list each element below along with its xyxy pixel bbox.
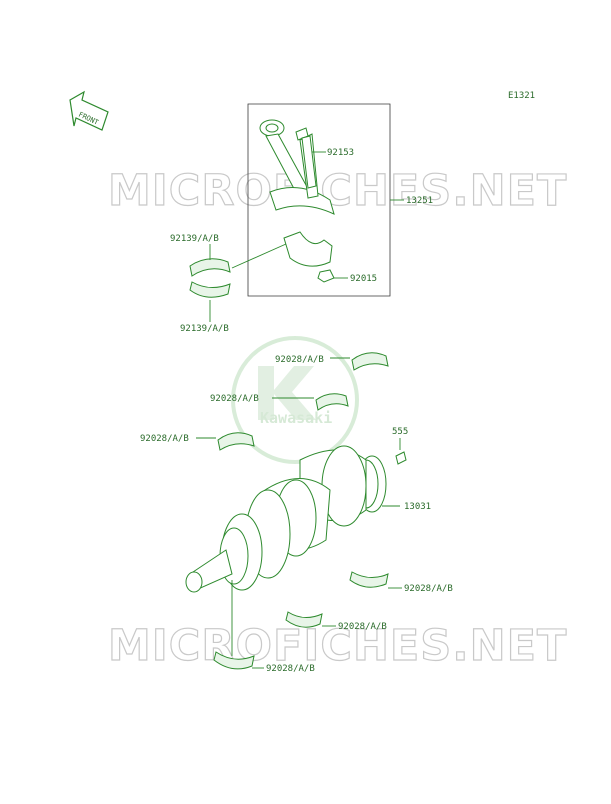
label-13031: 13031: [404, 502, 431, 512]
conrod-assembly-box: [247, 103, 391, 297]
label-92139-lower: 92139/A/B: [180, 324, 229, 334]
label-555: 555: [392, 427, 408, 437]
conrod-cap: [283, 231, 333, 267]
diagram-code: E1321: [508, 91, 535, 101]
conrod-nut: [317, 269, 335, 283]
main-bearing-top-right: [351, 352, 389, 371]
main-bearing-bottom-left: [213, 651, 255, 670]
label-13251: 13251: [406, 196, 433, 206]
conrod-bearing-upper: [189, 258, 231, 277]
crank-key: [395, 451, 407, 465]
leader-bearing-to-cap: [231, 243, 287, 269]
main-bearing-top-left: [217, 432, 255, 451]
label-main-bottom-left: 92028/A/B: [266, 664, 315, 674]
conrod-bolt: [295, 127, 317, 189]
label-92139-upper: 92139/A/B: [170, 234, 219, 244]
conrod-bearing-lower: [189, 281, 231, 298]
main-bearing-bottom-right: [349, 571, 389, 588]
crankshaft: [185, 445, 387, 593]
watermark-bottom: MICROFICHES.NET: [108, 621, 567, 671]
label-main-top-right: 92028/A/B: [275, 355, 324, 365]
main-bearing-top-mid: [315, 393, 349, 411]
label-92153: 92153: [327, 148, 354, 158]
kawasaki-logo: Kawasaki: [231, 336, 359, 464]
label-main-top-mid: 92028/A/B: [210, 394, 259, 404]
label-main-top-left: 92028/A/B: [140, 434, 189, 444]
watermark-top: MICROFICHES.NET: [108, 166, 567, 216]
label-92015: 92015: [350, 274, 377, 284]
front-arrow-icon: FRONT: [69, 90, 109, 131]
main-bearing-bottom-mid: [285, 611, 323, 628]
label-main-bottom-right: 92028/A/B: [404, 584, 453, 594]
logo-text: Kawasaki: [260, 409, 332, 427]
label-main-bottom-mid: 92028/A/B: [338, 622, 387, 632]
